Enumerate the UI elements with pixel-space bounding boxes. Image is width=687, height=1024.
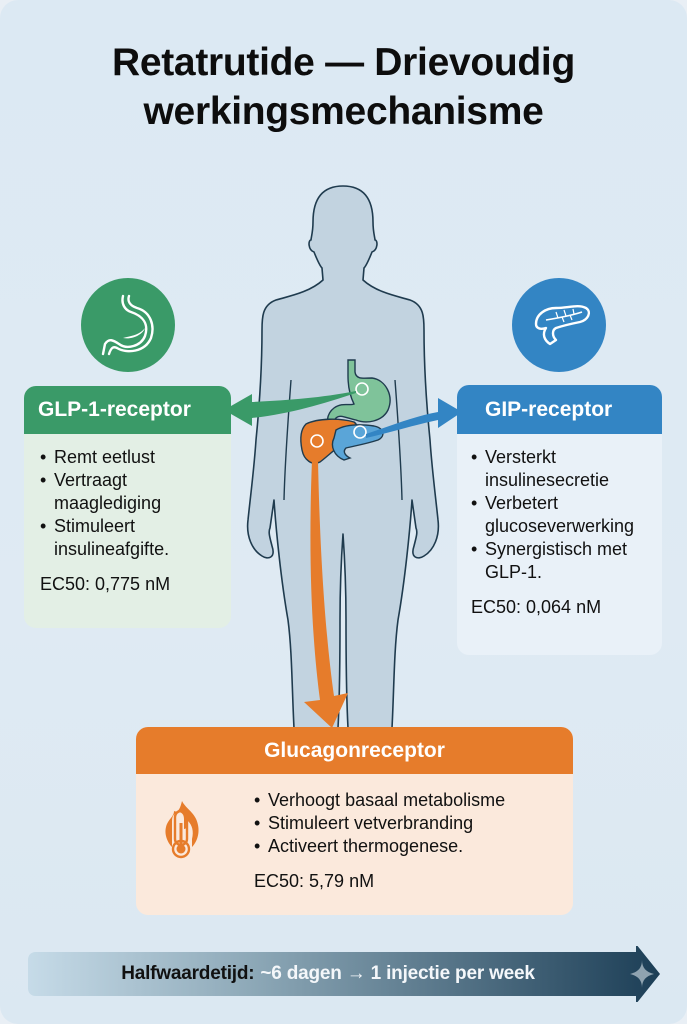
gip-arrow bbox=[366, 398, 462, 438]
glucagon-effect-item: Verhoogt basaal metabolisme bbox=[254, 789, 564, 812]
title-line-2: werkingsmechanisme bbox=[143, 90, 544, 133]
halflife-value: ~6 dagen → 1 injectie per week bbox=[260, 963, 535, 984]
stomach-icon bbox=[101, 294, 154, 356]
glucagon-ec50: EC50: 5,79 nM bbox=[254, 871, 375, 891]
glucagon-receptor-header: Glucagonreceptor bbox=[136, 727, 573, 774]
glp1-effect-item: Vertraagt maaglediging bbox=[40, 469, 217, 515]
halflife-banner: Halfwaardetijd: ~6 dagen → 1 injectie pe… bbox=[28, 946, 660, 1002]
gip-ec50: EC50: 0,064 nM bbox=[471, 597, 602, 617]
glucagon-receptor-card: Glucagonreceptor Verhoogt basaal metabol… bbox=[136, 727, 573, 915]
glucagon-receptor-body: Verhoogt basaal metabolisme Stimuleert v… bbox=[254, 789, 564, 893]
left-arm-line bbox=[283, 379, 292, 501]
glp1-ec50: EC50: 0,775 nM bbox=[40, 574, 171, 594]
glp1-effect-item: Stimuleert insulineafgifte. bbox=[40, 515, 217, 561]
stomach-receptor-marker bbox=[355, 382, 369, 396]
gip-effect-item: Versterkt insulinesecretie bbox=[471, 446, 652, 492]
glp1-receptor-header: GLP-1-receptor bbox=[24, 386, 231, 434]
gip-effect-item: Verbetert glucoseverwerking bbox=[471, 492, 652, 538]
gip-receptor-card: GIP-receptor Versterkt insulinesecretie … bbox=[457, 385, 662, 655]
gip-effect-item: Synergistisch met GLP-1. bbox=[471, 538, 652, 584]
title-line-1: Retatrutide — Drievoudig bbox=[111, 41, 575, 84]
glucagon-arrow bbox=[304, 460, 348, 728]
halflife-label: Halfwaardetijd: bbox=[121, 963, 255, 984]
thermometer-flame-icon bbox=[165, 801, 199, 859]
glucagon-effects-list: Verhoogt basaal metabolisme Stimuleert v… bbox=[254, 789, 564, 858]
halflife-text: Halfwaardetijd: ~6 dagen → 1 injectie pe… bbox=[28, 952, 628, 996]
pancreas-icon bbox=[534, 305, 591, 346]
page-title: Retatrutide — Drievoudig werkingsmechani… bbox=[0, 38, 687, 136]
glp1-arrow bbox=[224, 391, 356, 426]
halflife-arrow-shape bbox=[28, 946, 660, 1002]
gip-effects-list: Versterkt insulinesecretie Verbetert glu… bbox=[471, 446, 652, 584]
glucagon-effect-item: Activeert thermogenese. bbox=[254, 835, 564, 858]
liver-receptor-marker bbox=[310, 434, 324, 448]
right-arm-line bbox=[394, 379, 403, 501]
glp1-effects-list: Remt eetlust Vertraagt maaglediging Stim… bbox=[40, 446, 217, 561]
gip-receptor-header: GIP-receptor bbox=[457, 385, 662, 434]
glp1-receptor-body: Remt eetlust Vertraagt maaglediging Stim… bbox=[24, 434, 231, 596]
glp1-receptor-card: GLP-1-receptor Remt eetlust Vertraagt ma… bbox=[24, 386, 231, 628]
glucagon-effect-item: Stimuleert vetverbranding bbox=[254, 812, 564, 835]
glp1-icon-badge bbox=[81, 278, 175, 372]
stomach-organ bbox=[326, 359, 391, 433]
glp1-effect-item: Remt eetlust bbox=[40, 446, 217, 469]
pancreas-receptor-marker bbox=[353, 425, 367, 439]
gip-icon-badge bbox=[512, 278, 606, 372]
gip-receptor-body: Versterkt insulinesecretie Verbetert glu… bbox=[457, 434, 662, 619]
sparkle-icon bbox=[630, 960, 654, 988]
